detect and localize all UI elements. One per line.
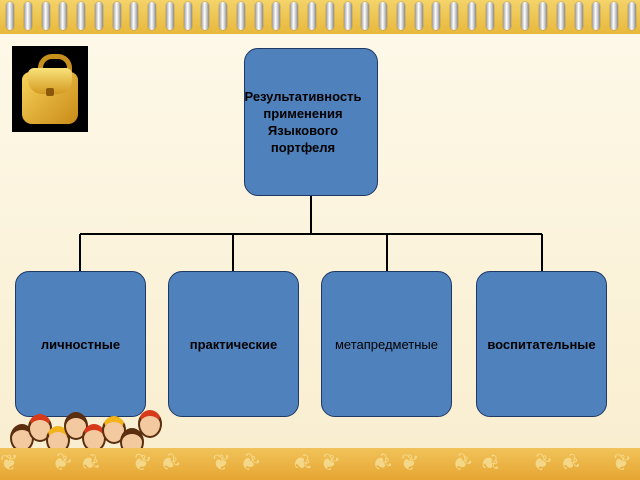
spiral-ring <box>236 2 245 30</box>
leaf-decoration: ❦ <box>476 452 504 474</box>
child-node-practical: практические <box>168 271 299 417</box>
spiral-ring <box>450 2 459 30</box>
leaf-decoration: ❦ <box>398 448 421 477</box>
spiral-ring <box>94 2 103 30</box>
portfolio-picture <box>12 46 88 132</box>
leaf-decoration: ❦ <box>446 448 478 478</box>
child-figure <box>64 412 88 440</box>
spiral-ring <box>6 2 14 30</box>
spiral-ring <box>59 2 68 30</box>
leaf-decoration: ❦ <box>609 448 634 477</box>
leaf-decoration: ❦ <box>154 448 186 478</box>
leaf-decoration: ❦ <box>75 450 105 476</box>
root-node: Результативность применения Языкового по… <box>244 48 378 196</box>
spiral-ring <box>272 2 281 30</box>
child-node-personal: личностные <box>15 271 146 417</box>
spiral-ring <box>148 2 157 30</box>
children-figures <box>6 398 166 456</box>
leaf-decoration: ❦ <box>128 448 155 478</box>
spiral-ring <box>183 2 192 30</box>
root-node-label: Результативность применения Языкового по… <box>244 89 362 155</box>
notebook-top-strip <box>0 0 640 34</box>
child-figure <box>138 410 162 438</box>
leaf-decoration: ❦ <box>287 451 316 475</box>
bag-handle <box>38 54 72 77</box>
spiral-ring <box>77 2 86 30</box>
leaf-decoration: ❦ <box>0 450 19 475</box>
spiral-ring <box>308 2 317 30</box>
spiral-ring <box>414 2 423 30</box>
spiral-ring <box>254 2 263 30</box>
leaf-decoration: ❦ <box>554 449 585 477</box>
child-node-educational: воспитательные <box>476 271 607 417</box>
spiral-ring <box>325 2 334 30</box>
leaf-decoration: ❦ <box>315 448 344 478</box>
spiral-ring <box>503 2 512 30</box>
spiral-ring <box>610 2 619 30</box>
spiral-ring <box>538 2 547 30</box>
leaf-decoration: ❦ <box>46 448 77 479</box>
spiral-ring <box>23 2 32 30</box>
decorative-bottom-strip: ❦❦❦❦❦❦❦❦❦❦❦❦❦❦❦❦ <box>0 448 640 480</box>
spiral-ring <box>130 2 139 30</box>
spiral-ring <box>379 2 388 30</box>
spiral-ring <box>574 2 583 30</box>
spiral-ring <box>396 2 405 30</box>
leaf-decoration: ❦ <box>527 448 556 479</box>
spiral-ring <box>201 2 210 30</box>
spiral-ring <box>165 2 174 30</box>
spiral-ring <box>343 2 352 30</box>
bag-clasp <box>46 88 54 96</box>
leaf-decoration: ❦ <box>366 448 397 477</box>
child-node-label: личностные <box>40 336 121 352</box>
spiral-binding <box>6 2 636 32</box>
spiral-ring <box>361 2 370 30</box>
spiral-ring <box>592 2 601 30</box>
spiral-ring <box>485 2 494 30</box>
leaf-decoration: ❦ <box>210 449 232 476</box>
spiral-ring <box>432 2 441 30</box>
child-node-metasubject: метапредметные <box>321 271 452 417</box>
spiral-ring <box>467 2 476 30</box>
spiral-ring <box>219 2 228 30</box>
leaf-decoration: ❦ <box>234 448 265 479</box>
child-node-label: практические <box>189 336 278 352</box>
spiral-ring <box>556 2 565 30</box>
child-node-label: метапредметные <box>334 336 439 352</box>
spiral-ring <box>290 2 299 30</box>
spiral-ring <box>521 2 530 30</box>
spiral-ring <box>112 2 121 30</box>
child-node-label: воспитательные <box>487 336 596 352</box>
spiral-ring <box>627 2 636 30</box>
spiral-ring <box>41 2 50 30</box>
